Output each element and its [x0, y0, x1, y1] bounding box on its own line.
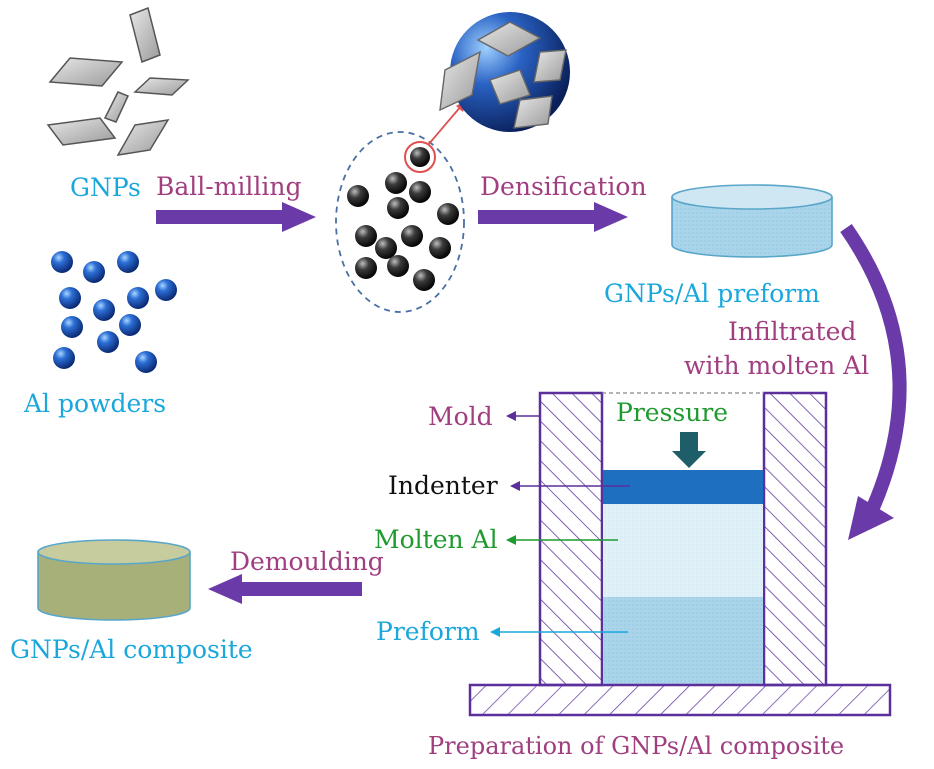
- molten-al-label: Molten Al: [374, 525, 498, 554]
- infiltrated-label-line1: Infiltrated: [728, 317, 856, 346]
- ball-milling-arrow: [156, 202, 316, 232]
- magnified-particle-icon: [439, 12, 570, 132]
- al-powders-label: Al powders: [23, 389, 166, 418]
- preform-cylinder-icon: [671, 184, 833, 258]
- preform-label: Preform: [376, 617, 480, 646]
- demoulding-label: Demoulding: [230, 547, 384, 576]
- mold-right-wall: [762, 391, 828, 687]
- pressure-arrow-icon: [672, 451, 706, 468]
- milled-particles-icon: [335, 131, 465, 313]
- preform-region: [603, 597, 763, 685]
- gnp-flakes-icon: [46, 6, 190, 156]
- gnps-label: GNPs: [70, 173, 141, 202]
- infiltration-curved-arrow: [840, 223, 907, 540]
- caption: Preparation of GNPs/Al composite: [428, 732, 844, 760]
- mold-base: [468, 683, 892, 717]
- molten-al-region: [603, 503, 763, 597]
- indenter-block: [603, 470, 763, 504]
- mold-assembly: [468, 391, 892, 717]
- ball-milling-label: Ball-milling: [156, 172, 302, 201]
- preform-top-label: GNPs/Al preform: [604, 279, 820, 308]
- al-powders-icon: [51, 251, 177, 373]
- indenter-label: Indenter: [388, 471, 498, 500]
- densification-label: Densification: [480, 172, 647, 201]
- mold-left-wall: [538, 391, 604, 687]
- composite-cylinder-icon: [37, 539, 191, 621]
- pressure-label: Pressure: [616, 398, 728, 427]
- infiltrated-label-line2: with molten Al: [684, 351, 869, 380]
- composite-label: GNPs/Al composite: [10, 635, 253, 664]
- demoulding-arrow: [208, 574, 362, 604]
- mold-label: Mold: [428, 402, 493, 431]
- densification-arrow: [478, 202, 628, 232]
